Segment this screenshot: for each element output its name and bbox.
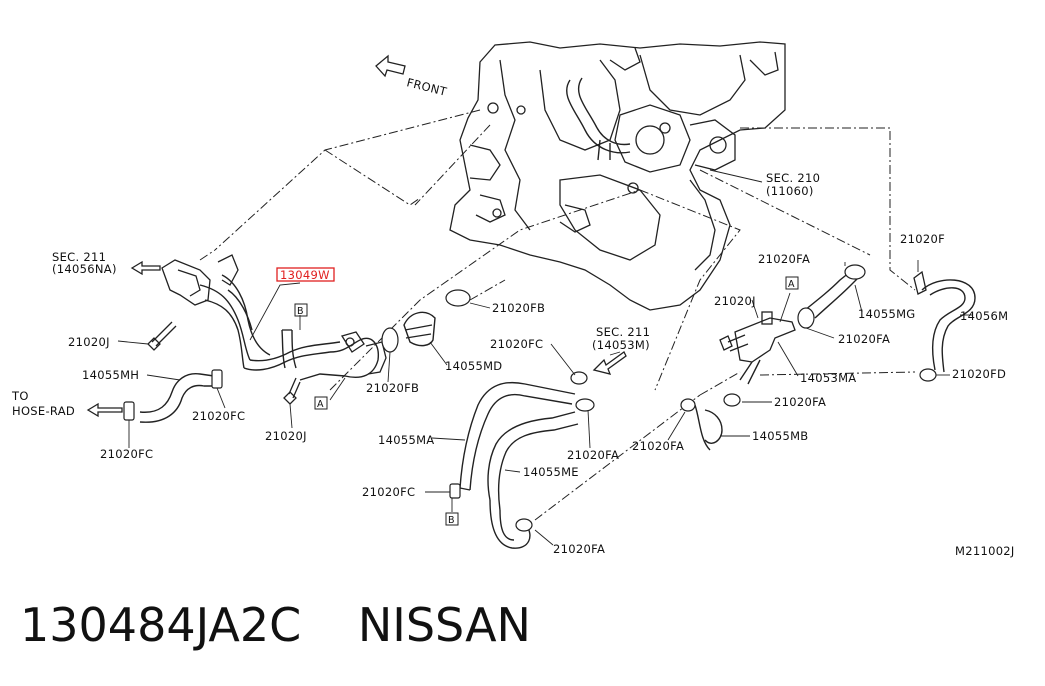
engine-block-drawing bbox=[449, 41, 786, 311]
sec-211-upper-line1: SEC. 211 bbox=[52, 250, 106, 264]
highlight-box bbox=[276, 267, 335, 282]
clamps-center bbox=[425, 343, 627, 546]
sec-211-upper-line2: (14056NA) bbox=[52, 262, 117, 276]
sec-211-mid-arrow bbox=[609, 351, 621, 356]
label-14055mb: 14055MB bbox=[752, 429, 809, 443]
hose-14055ma bbox=[431, 381, 576, 491]
ref-b-upper: B bbox=[297, 306, 304, 317]
label-21020fa-bottom: 21020FA bbox=[553, 542, 605, 556]
ref-a-left: A bbox=[317, 399, 324, 410]
label-21020fc-center: 21020FC bbox=[490, 337, 543, 351]
diagram-code: M211002J bbox=[955, 544, 1015, 558]
sec-210-line1: SEC. 210 bbox=[766, 171, 820, 185]
ref-b-box-lower bbox=[445, 512, 459, 526]
label-21020j-left: 21020J bbox=[68, 335, 110, 349]
bolt-21020j-mid bbox=[283, 377, 301, 429]
label-21020fb-lower: 21020FB bbox=[366, 381, 419, 395]
label-14055mh: 14055MH bbox=[82, 368, 139, 382]
label-21020f: 21020F bbox=[900, 232, 945, 246]
hose-14056m bbox=[913, 260, 976, 382]
part-13049w-label: 13049W bbox=[280, 268, 330, 282]
label-21020j-mid: 21020J bbox=[265, 429, 307, 443]
clamp-21020fc-left bbox=[211, 369, 226, 409]
ref-b-box-upper bbox=[294, 303, 308, 317]
hose-14055me bbox=[487, 411, 579, 549]
ref-a-box-left bbox=[314, 396, 328, 410]
label-21020fa-top: 21020FA bbox=[758, 252, 810, 266]
parts-diagram: FRONT bbox=[11, 41, 1015, 558]
water-pipe-assembly bbox=[161, 254, 387, 381]
part-number: 130484JA2C bbox=[20, 598, 302, 652]
label-21020fa-right2: 21020FA bbox=[774, 395, 826, 409]
label-21020fa-right3: 21020FA bbox=[632, 439, 684, 453]
ref-b-lower: B bbox=[448, 515, 455, 526]
sec-210-leader bbox=[709, 169, 763, 183]
footer-caption: 130484JA2C NISSAN bbox=[20, 598, 531, 662]
part-labels: SEC. 211 (14056NA) 13049W 21020J 14055MH… bbox=[11, 171, 1015, 558]
clamp-21020fc-mid bbox=[123, 401, 135, 448]
label-21020fb-upper: 21020FB bbox=[492, 301, 545, 315]
label-21020j-right: 21020J bbox=[714, 294, 756, 308]
label-14055ma: 14055MA bbox=[378, 433, 434, 447]
front-direction-arrow: FRONT bbox=[375, 54, 449, 99]
brand-name: NISSAN bbox=[357, 598, 531, 652]
label-21020fc-low: 21020FC bbox=[362, 485, 415, 499]
label-21020fa-right1: 21020FA bbox=[838, 332, 890, 346]
reference-dashed-lines bbox=[199, 109, 916, 521]
label-14053ma: 14053MA bbox=[800, 371, 856, 385]
label-21020fc-mid: 21020FC bbox=[100, 447, 153, 461]
front-label: FRONT bbox=[405, 75, 449, 99]
bolt-21020j-left bbox=[117, 321, 177, 351]
hose-14055mh bbox=[139, 373, 215, 423]
sec-211-mid-line2: (14053M) bbox=[592, 338, 650, 352]
hose-14055md bbox=[381, 289, 491, 383]
to-hose-rad-arrow bbox=[86, 402, 123, 418]
ref-a-box-right bbox=[785, 276, 799, 290]
right-hose-assembly bbox=[719, 262, 866, 385]
ref-a-right: A bbox=[788, 279, 795, 290]
label-21020fd: 21020FD bbox=[952, 367, 1006, 381]
label-14055md: 14055MD bbox=[445, 359, 502, 373]
sec-211-mid-line1: SEC. 211 bbox=[596, 325, 650, 339]
sec-210-line2: (11060) bbox=[766, 184, 814, 198]
ref-a-leader-left bbox=[329, 377, 346, 401]
label-21020fa-center: 21020FA bbox=[567, 448, 619, 462]
label-14055mg: 14055MG bbox=[858, 307, 916, 321]
hose-14055mb bbox=[667, 393, 772, 451]
label-21020fc-left: 21020FC bbox=[192, 409, 245, 423]
label-14056m: 14056M bbox=[960, 309, 1008, 323]
sec-211-upper-arrow bbox=[130, 260, 161, 276]
label-14055me: 14055ME bbox=[523, 465, 579, 479]
to-hose-rad-line1: TO bbox=[11, 389, 29, 403]
to-hose-rad-line2: HOSE-RAD bbox=[12, 404, 75, 418]
